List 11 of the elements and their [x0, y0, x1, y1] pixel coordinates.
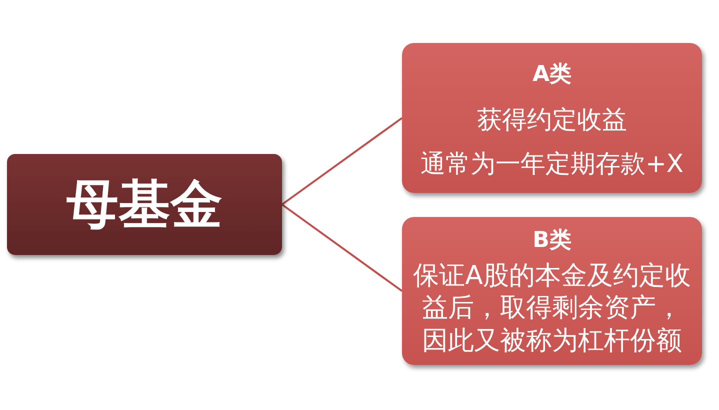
connector-line — [281, 117, 403, 206]
category-text: 获得约定收益 — [477, 104, 627, 136]
category-box — [402, 43, 702, 193]
category-heading: A类 — [532, 61, 572, 89]
category-heading: B类 — [532, 227, 572, 255]
root-title: 母基金 — [66, 178, 222, 230]
category-text: 通常为一年定期存款+X — [420, 148, 684, 180]
connector-line — [281, 204, 403, 292]
root-fund-box — [7, 154, 282, 255]
category-box — [402, 217, 702, 365]
category-text: 保证A股的本金及约定收益后，取得剩余资产，因此又被称为杠杆份额 — [412, 260, 692, 358]
